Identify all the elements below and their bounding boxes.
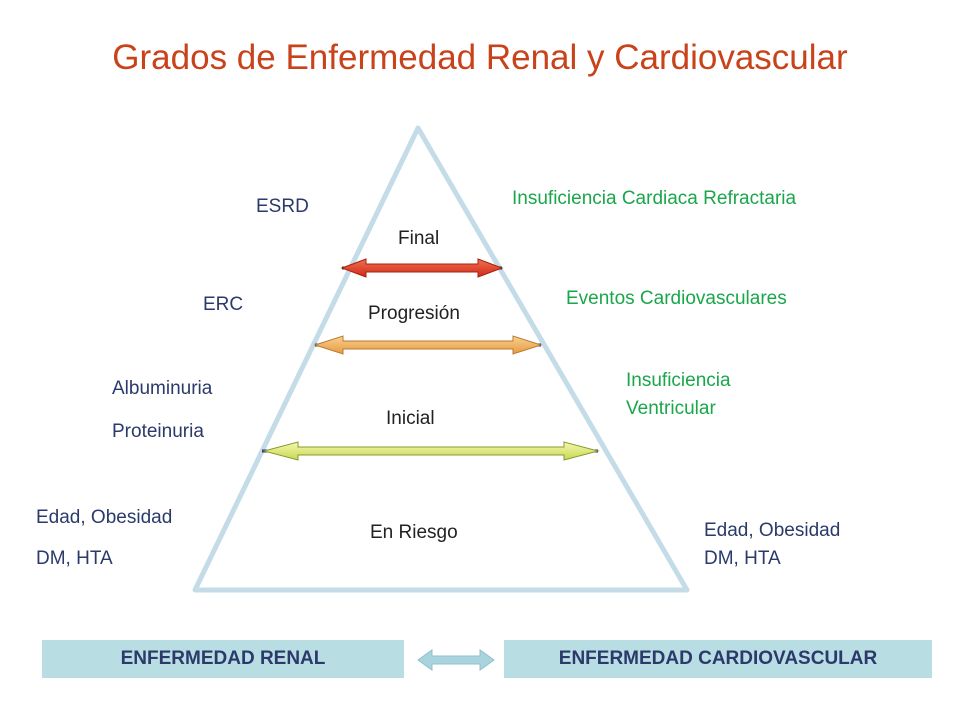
renal-label-albuminuria: Albuminuria	[112, 378, 213, 399]
cardio-risk-line1: Edad, Obesidad	[704, 520, 841, 541]
cardio-label-ventricular-line1: Insuficiencia	[626, 370, 731, 391]
renal-risk-line1: Edad, Obesidad	[36, 507, 173, 528]
renal-label-proteinuria: Proteinuria	[112, 421, 204, 442]
double-arrow-icon	[417, 649, 495, 671]
cardio-label-refractory: Insuficiencia Cardiaca Refractaria	[512, 188, 797, 209]
stage-label-en-riesgo: En Riesgo	[370, 522, 458, 543]
stage-label-final: Final	[398, 228, 440, 249]
renal-risk-line2: DM, HTA	[36, 548, 113, 569]
footer-box-cardio: ENFERMEDAD CARDIOVASCULAR	[504, 640, 932, 678]
stage-label-inicial: Inicial	[386, 408, 435, 429]
pyramid-outline	[192, 125, 690, 593]
stage-label-progresion: Progresión	[368, 303, 460, 324]
renal-label-erc: ERC	[203, 294, 244, 315]
cardio-label-events: Eventos Cardiovasculares	[566, 288, 787, 309]
double-arrow-inicial	[262, 441, 600, 461]
cardio-label-ventricular-line2: Ventricular	[626, 398, 716, 419]
page-title: Grados de Enfermedad Renal y Cardiovascu…	[112, 38, 848, 77]
double-arrow-progresion	[313, 335, 543, 355]
renal-label-esrd: ESRD	[256, 196, 309, 217]
double-arrow-final	[340, 258, 504, 278]
footer-box-renal: ENFERMEDAD RENAL	[42, 640, 404, 678]
cardio-risk-line2: DM, HTA	[704, 548, 781, 569]
